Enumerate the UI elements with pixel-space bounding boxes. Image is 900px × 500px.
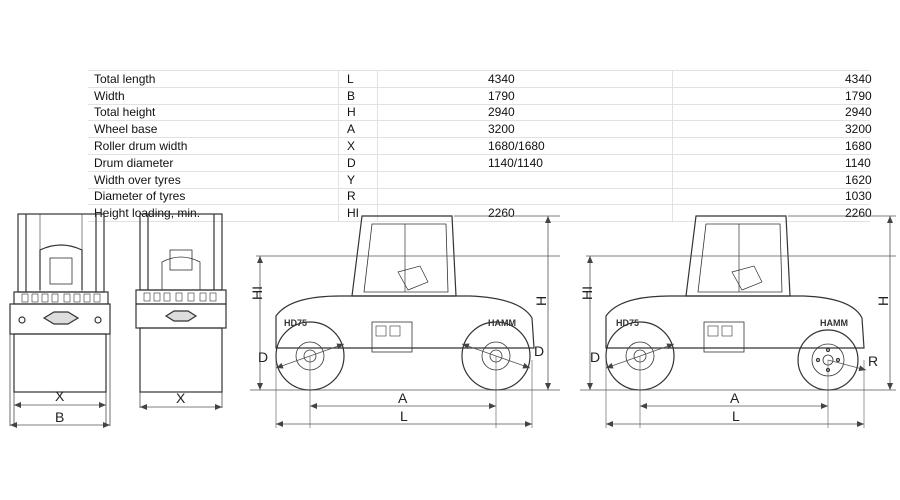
spec-value-2: 1620 [672,171,872,189]
side1-body [275,295,535,349]
rear-view [135,213,227,408]
spec-value-2: 3200 [672,120,872,139]
spec-name: Total height [88,104,339,122]
side2-engine-door [703,321,745,353]
spec-name: Wheel base [88,120,339,139]
label-hi-1: HI [249,286,265,300]
side2-brand-text: HAMM [820,318,848,328]
front-seat [49,257,73,285]
spec-symbol: L [338,70,378,88]
front-badge [42,311,80,325]
label-hi-2: HI [579,286,595,300]
spec-value-1: 1790 [377,87,673,105]
label-l-1: L [400,408,408,424]
spec-value-1: 2940 [377,104,673,122]
rear-hood [135,289,227,305]
dim-line-r [827,359,867,372]
label-b: B [55,409,64,425]
label-d-2: D [590,349,600,365]
spec-value-1 [377,171,673,189]
front-rops-frame [17,213,105,293]
label-l-2: L [732,408,740,424]
spec-value-1: 1680/1680 [377,137,673,155]
label-d-1b: D [534,343,544,359]
spec-value-2: 2940 [672,104,872,122]
side2-seat [731,265,763,291]
spec-value-1: 4340 [377,70,673,88]
front-drum [13,333,107,393]
spec-symbol: H [338,104,378,122]
spec-name: Drum diameter [88,154,339,172]
spec-name: Width over tyres [88,171,339,189]
label-x-front: X [55,388,65,404]
spec-value-1: 3200 [377,120,673,139]
spec-value-2: 1140 [672,154,871,172]
label-a-1: A [398,390,408,406]
spec-name: Roller drum width [88,137,339,155]
side1-model-text: HD75 [284,318,307,328]
spec-value-2: 1030 [672,188,872,206]
front-dimensions [10,402,110,428]
spec-name: Diameter of tyres [88,188,339,206]
spec-name: Total length [88,70,339,88]
spec-value-2: 1680 [672,137,872,155]
rear-cab-frame [139,213,223,291]
label-h-2: H [875,296,891,306]
spec-symbol: HI [338,204,378,223]
label-d-1a: D [258,349,268,365]
label-x-rear: X [176,390,186,406]
label-r: R [868,353,878,369]
spec-value-2: 4340 [672,70,872,88]
side1-engine-door [371,321,413,353]
label-a-2: A [730,390,740,406]
side-view-combi [605,215,865,391]
spec-symbol: R [338,188,378,206]
side1-dimensions [250,215,560,428]
side2-body [605,295,865,349]
spec-symbol: X [338,137,378,155]
side-view-tandem [275,215,535,391]
side2-dimensions [580,215,896,428]
spec-value-2: 1790 [672,87,872,105]
spec-value-2: 2260 [672,204,872,223]
spec-value-1: 2260 [377,204,673,223]
side2-model-text: HD75 [616,318,639,328]
spec-value-1 [377,188,673,206]
spec-symbol: Y [338,171,378,189]
side1-seat [397,265,429,291]
spec-value-1: 1140/1140 [377,154,673,172]
spec-name: Width [88,87,339,105]
side1-brand-text: HAMM [488,318,516,328]
spec-symbol: B [338,87,378,105]
rear-seat [169,249,193,271]
rear-badge [164,310,198,322]
spec-symbol: D [338,154,378,172]
rear-drum [139,327,223,393]
spec-symbol: A [338,120,378,139]
front-view [9,213,111,426]
label-h-1: H [533,296,549,306]
